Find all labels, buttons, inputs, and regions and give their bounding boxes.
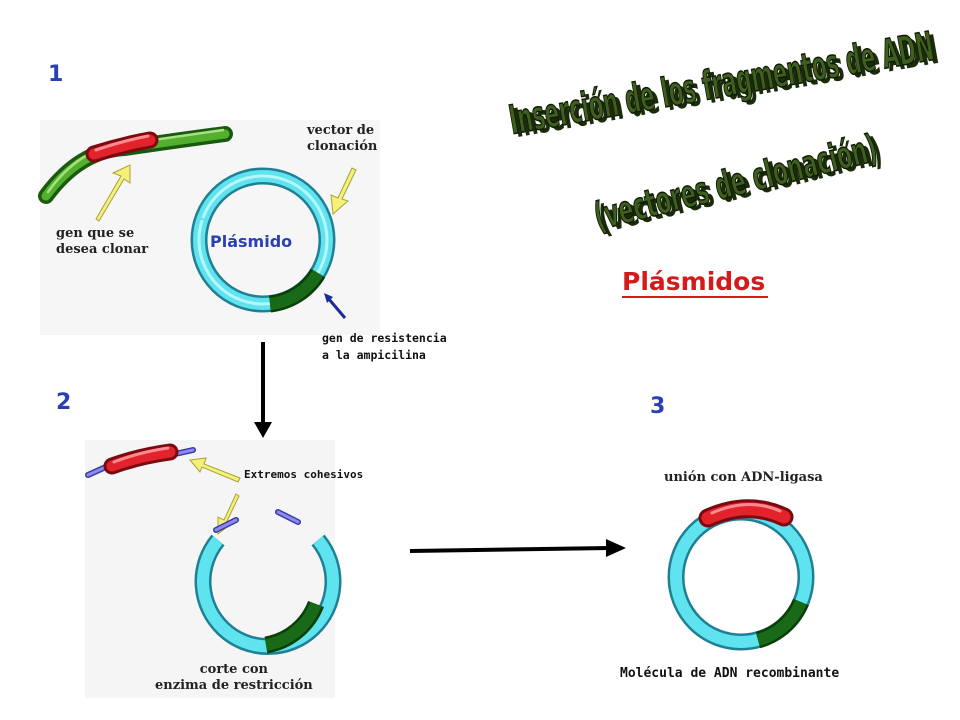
title-3d: Inserción de los fragmentos de ADN Inser… xyxy=(505,23,942,242)
resistance-arrow xyxy=(326,297,347,319)
step-number-2: 2 xyxy=(56,390,72,415)
vector-arrow xyxy=(330,167,357,216)
gene-label: gen que se desea clonar xyxy=(56,226,149,257)
plasmid-label: Plásmido xyxy=(210,232,293,251)
plasmid-1 xyxy=(190,167,336,313)
ligase-label: unión con ADN-ligasa xyxy=(664,470,823,485)
cut-label: corte con enzima de restricción xyxy=(155,662,313,693)
sticky-ends-label: Extremos cohesivos xyxy=(244,468,364,481)
vector-label: vector de clonación xyxy=(307,123,378,154)
sticky-arrow-upper xyxy=(189,457,241,483)
step-number-1: 1 xyxy=(48,62,64,87)
gene-arrow xyxy=(95,164,131,222)
step-number-3: 3 xyxy=(650,394,666,419)
resistance-label: gen de resistencia a la ampicilina xyxy=(322,331,447,362)
subtitle: Plásmidos xyxy=(622,267,765,296)
cut-plasmid xyxy=(194,509,342,656)
recombinant-plasmid xyxy=(667,499,815,651)
result-label: Molécula de ADN recombinante xyxy=(620,666,840,681)
right-arrow xyxy=(409,546,611,553)
